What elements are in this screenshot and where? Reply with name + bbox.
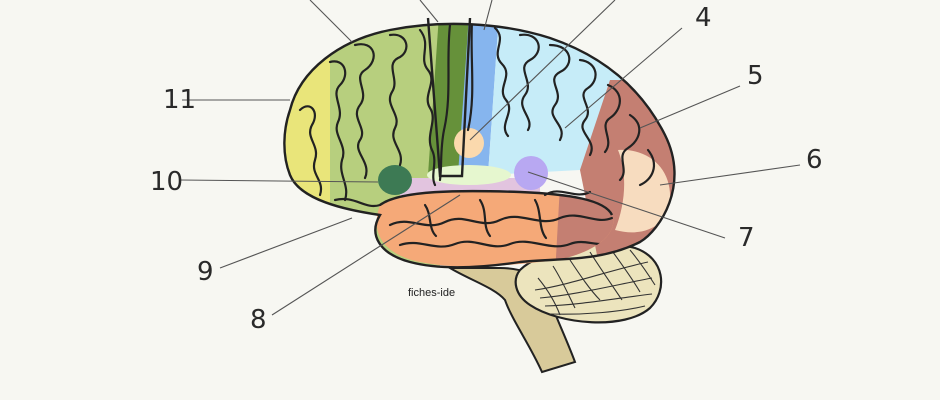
- label-8: 8: [250, 305, 267, 335]
- brain-outline: [283, 22, 676, 269]
- label-5: 5: [747, 61, 764, 91]
- brain-folds: [298, 23, 656, 208]
- label-9: 9: [197, 257, 214, 287]
- region-occipital-inner: [615, 149, 671, 233]
- label-4: 4: [695, 3, 712, 33]
- label-10: 10: [150, 167, 183, 197]
- leader-lines: [179, 0, 801, 316]
- watermark-text: fiches-ide: [408, 287, 455, 299]
- region-prefrontal: [284, 23, 340, 268]
- central-band: [427, 165, 511, 185]
- label-11: 11: [163, 85, 196, 115]
- label-7: 7: [738, 223, 755, 253]
- temporal-outline: [379, 189, 614, 216]
- center-spot: [454, 128, 484, 158]
- broca-area-spot: [378, 165, 412, 195]
- label-6: 6: [806, 145, 823, 175]
- cerebellum: [514, 243, 663, 324]
